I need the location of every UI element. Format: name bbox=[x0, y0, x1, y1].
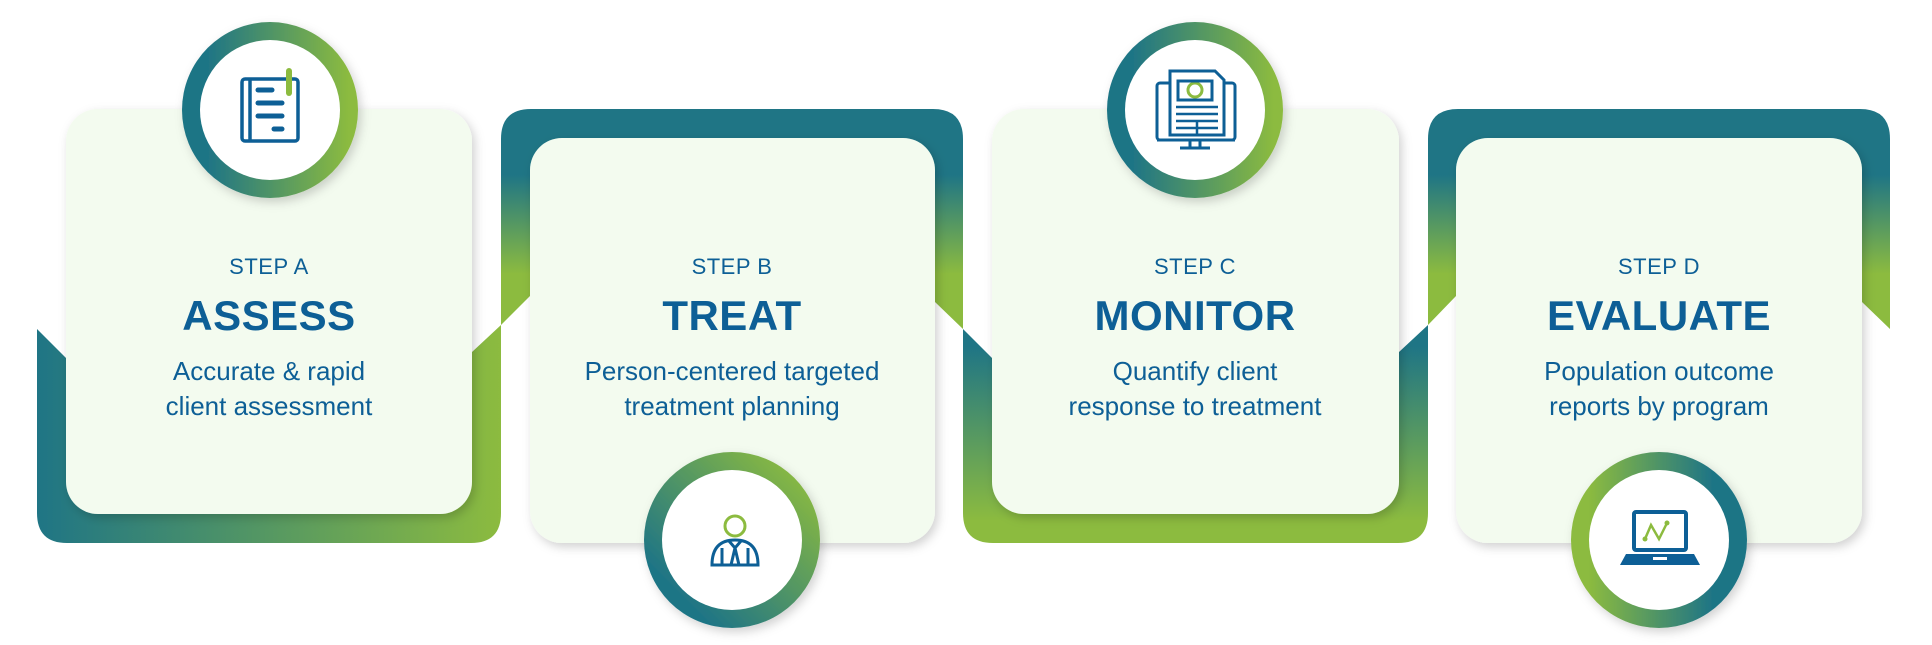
person-icon bbox=[710, 514, 760, 567]
step-d-description: Population outcome reports by program bbox=[1459, 354, 1859, 424]
step-b-label: STEP B bbox=[691, 254, 773, 279]
desc-line-2: response to treatment bbox=[1068, 391, 1322, 421]
step-a-label: STEP A bbox=[229, 254, 309, 279]
step-c-description: Quantify client response to treatment bbox=[995, 354, 1395, 424]
desc-line-1: Quantify client bbox=[1112, 356, 1278, 386]
circle-a bbox=[182, 22, 358, 198]
monitor-report-icon bbox=[1155, 69, 1237, 150]
card-d bbox=[1456, 138, 1862, 543]
card-b bbox=[530, 138, 935, 543]
step-c-label: STEP C bbox=[1153, 254, 1237, 279]
card-a bbox=[66, 109, 472, 514]
step-a-description: Accurate & rapid client assessment bbox=[69, 354, 469, 424]
desc-line-1: Accurate & rapid bbox=[172, 356, 366, 386]
desc-line-1: Population outcome bbox=[1544, 356, 1774, 386]
notebook-icon bbox=[240, 68, 300, 143]
card-c bbox=[992, 109, 1399, 514]
laptop-chart-icon bbox=[1620, 510, 1700, 565]
step-c-title: MONITOR bbox=[1094, 292, 1296, 339]
step-b-description: Person-centered targeted treatment planni… bbox=[532, 354, 932, 424]
step-a-title: ASSESS bbox=[182, 292, 356, 339]
step-d-label: STEP D bbox=[1617, 254, 1701, 279]
desc-line-2: client assessment bbox=[165, 391, 373, 421]
step-b-title: TREAT bbox=[662, 292, 802, 339]
desc-line-1: Person-centered targeted bbox=[584, 356, 880, 386]
step-d-title: EVALUATE bbox=[1546, 292, 1772, 339]
desc-line-2: reports by program bbox=[1549, 391, 1769, 421]
desc-line-2: treatment planning bbox=[624, 391, 840, 421]
